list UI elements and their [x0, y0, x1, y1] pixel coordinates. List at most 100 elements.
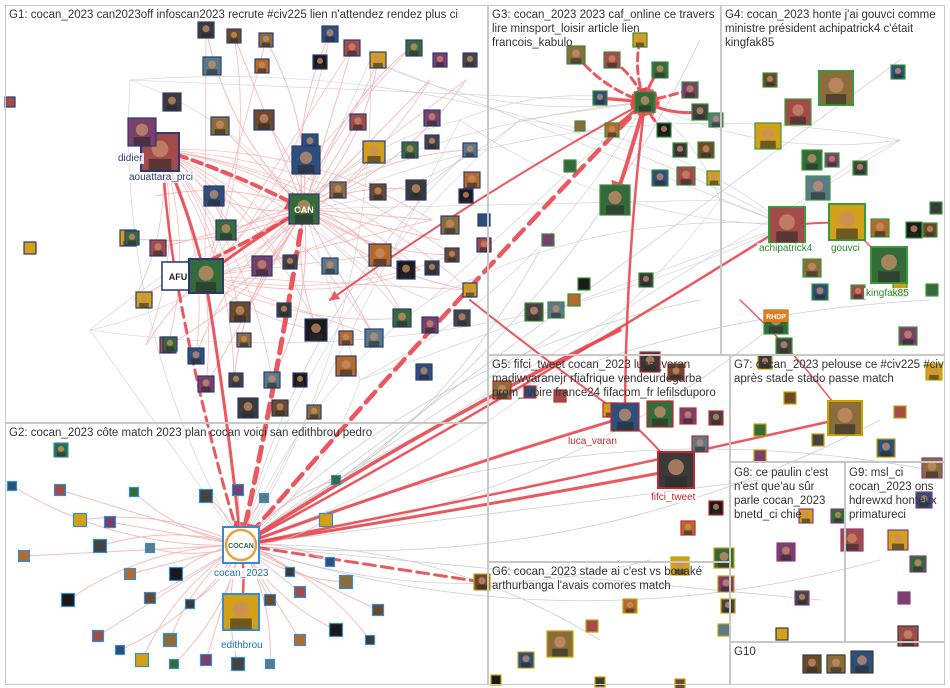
- avatar-node: [801, 149, 823, 171]
- avatar-node: [424, 134, 440, 150]
- rhdp-badge-text: RHDP: [766, 314, 786, 321]
- edge-strong: [239, 468, 678, 551]
- avatar-node: [850, 650, 874, 674]
- edge-gray: [129, 76, 788, 226]
- avatar-node: [421, 316, 439, 334]
- hub-g3-logo: [634, 91, 656, 113]
- group-box-g4: [721, 5, 945, 355]
- avatar-node: [6, 480, 18, 492]
- edge-weak: [161, 149, 319, 331]
- avatar-node: [91, 629, 105, 643]
- avatar-node: [638, 272, 654, 288]
- edge-gray: [240, 448, 931, 546]
- avatar-node: [850, 284, 866, 300]
- avatar-node: [60, 592, 76, 608]
- avatar-node: [226, 28, 242, 44]
- avatar-node: [168, 566, 184, 582]
- avatar-node: [585, 619, 599, 633]
- avatar-node: [925, 363, 943, 381]
- avatar-node: [362, 140, 386, 164]
- avatar-node: [210, 116, 230, 136]
- hub-gouvci: [828, 203, 866, 241]
- avatar-node: [72, 512, 88, 528]
- avatar-node: [124, 230, 140, 246]
- group-label-g10: G10: [734, 646, 756, 658]
- avatar-node: [215, 219, 237, 241]
- edge-gray: [240, 419, 881, 552]
- avatar-node: [563, 159, 577, 173]
- edge-weak: [161, 149, 375, 337]
- group-box-g3: [488, 5, 721, 355]
- avatar-node: [396, 260, 416, 280]
- avatar-node: [798, 508, 814, 524]
- avatar-node: [321, 257, 339, 275]
- avatar-node: [462, 282, 478, 298]
- avatar-node: [490, 674, 502, 686]
- avatar-node: [168, 658, 180, 670]
- edge-gray: [240, 544, 821, 601]
- edge-weak: [59, 489, 242, 546]
- avatar-node: [162, 336, 178, 352]
- avatar-node: [338, 330, 354, 346]
- avatar-node: [53, 442, 69, 458]
- avatar-node: [754, 122, 782, 150]
- edge-weak: [195, 208, 305, 357]
- edge-gray: [89, 329, 242, 546]
- avatar-node: [523, 385, 537, 399]
- edge-weak: [204, 254, 453, 286]
- edge-strong: [239, 328, 622, 547]
- edge-gray: [429, 222, 788, 301]
- avatar-node: [524, 302, 544, 322]
- avatar-node: [392, 308, 412, 328]
- avatar-node: [368, 243, 392, 267]
- edge-strong: [238, 99, 648, 548]
- avatar-node: [566, 45, 586, 65]
- avatar-node: [237, 397, 259, 419]
- avatar-node: [811, 433, 825, 447]
- group-label-g3: G3: cocan_2023 2023 caf_online ce traver…: [492, 9, 715, 49]
- avatar-node: [199, 653, 213, 667]
- edge-weak: [204, 149, 471, 277]
- avatar-node: [364, 634, 376, 646]
- avatar-node: [594, 676, 606, 688]
- avatar-node: [811, 283, 829, 301]
- avatar-node: [197, 21, 215, 39]
- avatar-node: [135, 291, 153, 309]
- avatar-node: [775, 337, 793, 355]
- edge-strong: [233, 206, 307, 548]
- avatar-node: [236, 332, 252, 348]
- avatar-node: [263, 593, 277, 607]
- avatar-node: [783, 391, 797, 405]
- avatar-node: [335, 355, 357, 377]
- avatar-node: [697, 141, 715, 159]
- avatar-node: [228, 372, 244, 388]
- avatar-node: [276, 302, 292, 318]
- avatar-node: [708, 112, 724, 128]
- avatar-node: [840, 528, 864, 552]
- edge-gray: [89, 224, 788, 344]
- node-rhdp: RHDP: [763, 309, 789, 335]
- avatar-node: [405, 179, 427, 201]
- avatar-node: [424, 260, 440, 276]
- node-label-kingfak85: kingfak85: [864, 288, 911, 299]
- avatar-node: [162, 632, 178, 648]
- avatar-node: [802, 654, 822, 674]
- avatar-node: [824, 152, 840, 168]
- hub-can-logo: CAN: [288, 193, 320, 225]
- avatar-node: [229, 301, 251, 323]
- avatar-node: [253, 109, 275, 131]
- avatar-node: [134, 652, 150, 668]
- avatar-node: [921, 457, 943, 479]
- avatar-node: [463, 171, 481, 189]
- avatar-node: [492, 380, 512, 400]
- avatar-node: [304, 318, 328, 342]
- group-box-g1: [5, 5, 488, 423]
- edge-strong: [618, 100, 647, 419]
- avatar-node: [202, 56, 222, 76]
- avatar-node: [17, 549, 31, 563]
- group-label-g2: G2: cocan_2023 côte match 2023 plan coca…: [9, 427, 373, 439]
- avatar-node: [405, 39, 423, 57]
- avatar-node: [318, 512, 334, 528]
- avatar-node: [292, 372, 308, 388]
